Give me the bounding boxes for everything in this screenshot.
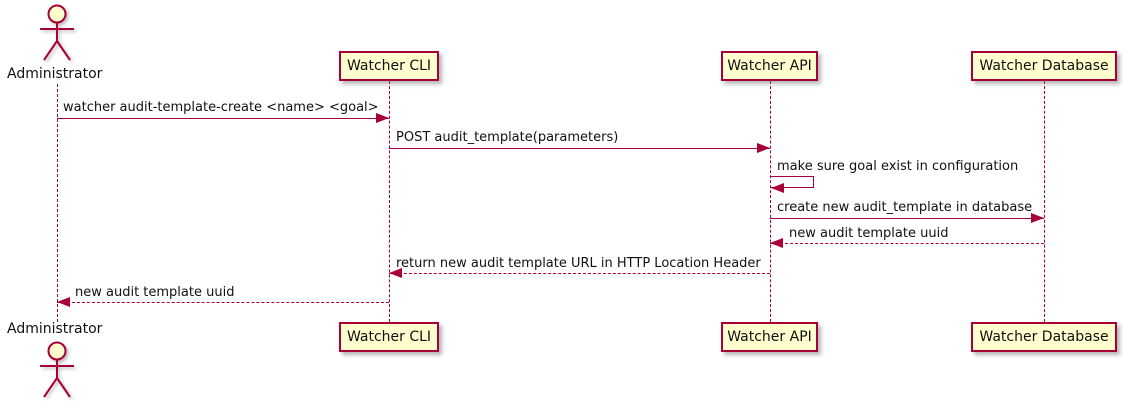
message-label: watcher audit-template-create <name> <go… [63, 100, 379, 115]
actor-icon [40, 4, 74, 61]
message-label: POST audit_template(parameters) [396, 130, 619, 145]
participant-top-watcher-database: Watcher Database [971, 51, 1117, 81]
message-line [770, 243, 1044, 244]
arrowhead-left-icon [389, 268, 402, 278]
arrowhead-left-icon [770, 238, 783, 248]
participant-bottom-watcher-cli: Watcher CLI [339, 322, 439, 352]
participant-bottom-watcher-api: Watcher API [721, 322, 818, 352]
arrowhead-right-icon [757, 143, 770, 153]
message-label: create new audit_template in database [777, 200, 1033, 215]
message-label: make sure goal exist in configuration [777, 159, 1019, 174]
actor-icon [40, 341, 74, 398]
message-label: new audit template uuid [789, 226, 949, 241]
message-line [389, 273, 770, 274]
actor-label-top: Administrator [7, 66, 103, 82]
actor-label-bottom: Administrator [7, 321, 103, 337]
message-line [389, 148, 770, 149]
lifeline-watcher-cli [389, 81, 390, 322]
message-label: return new audit template URL in HTTP Lo… [396, 256, 761, 271]
message-line [770, 218, 1044, 219]
participant-bottom-watcher-database: Watcher Database [971, 322, 1117, 352]
arrowhead-right-icon [1031, 213, 1044, 223]
lifeline-watcher-api [770, 81, 771, 322]
message-line [57, 302, 389, 303]
arrowhead-right-icon [376, 113, 389, 123]
arrowhead-left-icon [57, 297, 70, 307]
participant-top-watcher-api: Watcher API [721, 51, 818, 81]
message-label: new audit template uuid [75, 285, 235, 300]
lifeline-administrator [57, 84, 58, 322]
lifeline-watcher-database [1044, 81, 1045, 322]
self-message-loop [770, 176, 814, 188]
message-line [57, 118, 389, 119]
participant-top-watcher-cli: Watcher CLI [339, 51, 439, 81]
arrowhead-left-icon [771, 183, 784, 193]
